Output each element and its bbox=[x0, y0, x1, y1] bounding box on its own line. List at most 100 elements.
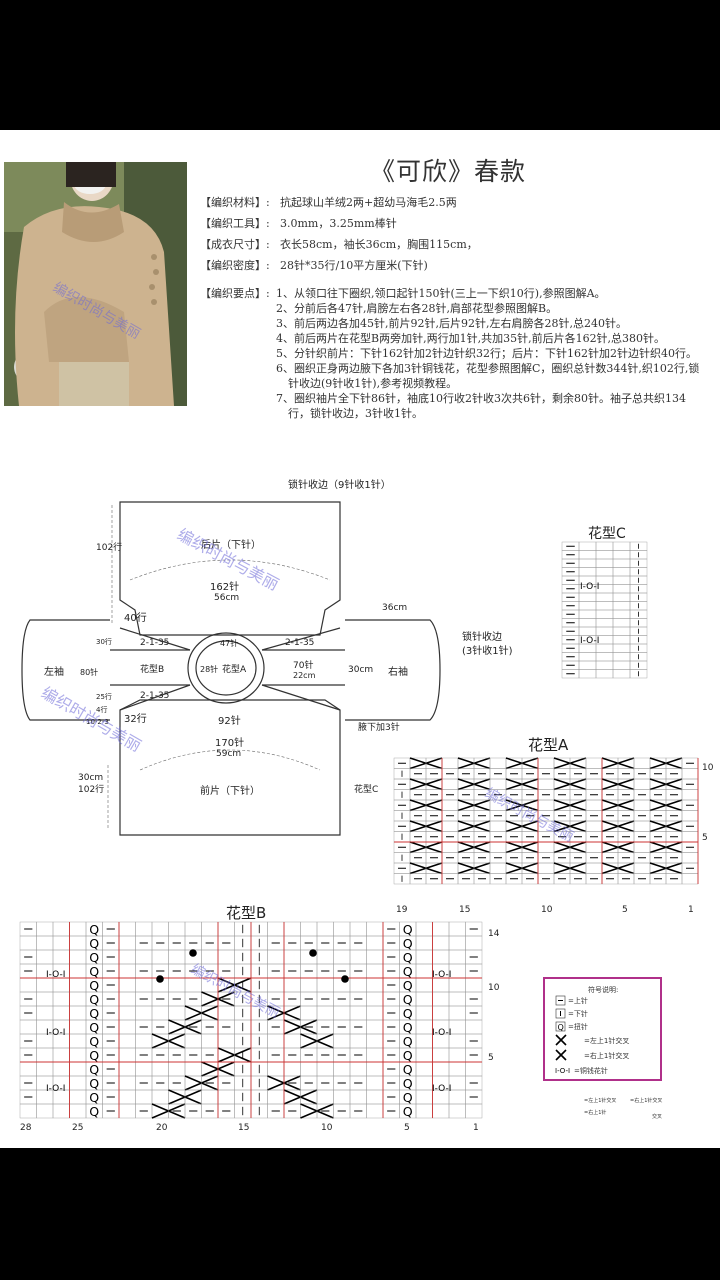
chart-cell bbox=[135, 921, 153, 937]
chart-cell bbox=[69, 963, 87, 979]
chart-cell bbox=[333, 949, 351, 965]
twisted-stitch-symbol: Q bbox=[89, 1006, 99, 1021]
bobble-symbol: I-O-I bbox=[46, 1028, 65, 1038]
top-bind-label: 锁针收边（9针收1针） bbox=[288, 478, 391, 491]
chart-cell bbox=[585, 799, 603, 811]
chart-cell bbox=[349, 1005, 367, 1021]
chart-cell bbox=[585, 757, 603, 769]
twisted-stitch-symbol: Q bbox=[403, 964, 413, 979]
chart-cell bbox=[448, 1061, 466, 1077]
chart-cell bbox=[441, 862, 459, 874]
chart-cell bbox=[366, 1047, 384, 1063]
bobble-symbol: I-O-I bbox=[432, 1028, 451, 1038]
chart-cell bbox=[595, 618, 614, 628]
twisted-stitch-symbol: Q bbox=[89, 1020, 99, 1035]
chart-a-y-tick: 5 bbox=[702, 833, 708, 843]
twisted-stitch-symbol: Q bbox=[403, 1048, 413, 1063]
chart-cell bbox=[366, 991, 384, 1007]
sleeve-25: 25行 bbox=[96, 692, 112, 701]
chart-cell bbox=[432, 1047, 450, 1063]
chart-cell bbox=[151, 921, 169, 937]
spec-list: 【编织材料】: 抗起球山羊绒2两+超幼马海毛2.5两 【编织工具】: 3.0mm… bbox=[200, 194, 715, 278]
sleeve-dec: 10-2-3 bbox=[86, 718, 109, 726]
chart-cell bbox=[118, 1103, 136, 1119]
chart-cell bbox=[267, 1075, 285, 1091]
requirements-label: 【编织要点】: bbox=[200, 287, 270, 300]
chart-cell bbox=[578, 609, 597, 619]
diagram-layer: 锁针收边（9针收1针） 后片（下针） 162针 56cm 102行 40行 32… bbox=[19, 478, 714, 1133]
chart-cell bbox=[168, 1089, 186, 1105]
neck-47: 47针 bbox=[220, 638, 238, 648]
chart-cell bbox=[151, 1061, 169, 1077]
legend-extra: =右上1针 bbox=[584, 1109, 606, 1116]
chart-cell bbox=[36, 921, 54, 937]
chart-cell bbox=[316, 949, 334, 965]
chart-cell bbox=[612, 575, 631, 585]
chart-cell bbox=[168, 1033, 186, 1049]
chart-cell bbox=[316, 1089, 334, 1105]
chart-cell bbox=[465, 1061, 483, 1077]
step-list: 1、从领口往下圈织,领口起针150针(三上一下织10行),参照图解A。 2、分前… bbox=[276, 286, 706, 421]
chart-cell bbox=[184, 1075, 202, 1091]
chart-cell bbox=[19, 977, 37, 993]
bobble-symbol: I-O-I bbox=[432, 1084, 451, 1094]
twisted-stitch-symbol: Q bbox=[89, 950, 99, 965]
legend-extra: =右上1针交叉 bbox=[630, 1097, 662, 1104]
chart-cell bbox=[578, 618, 597, 628]
bobble-symbol: I-O-I bbox=[580, 636, 599, 646]
chart-cell bbox=[612, 635, 631, 645]
chart-cell bbox=[432, 991, 450, 1007]
sleeve-bind-ratio: (3针收1针) bbox=[462, 644, 513, 657]
front-label: 前片（下针） bbox=[200, 784, 260, 797]
chart-cell bbox=[69, 1047, 87, 1063]
chart-cell bbox=[300, 977, 318, 993]
chart-b-x-tick: 1 bbox=[473, 1123, 479, 1133]
chart-cell bbox=[151, 1089, 169, 1105]
chart-cell bbox=[612, 618, 631, 628]
chart-cell bbox=[283, 1019, 301, 1035]
chart-cell bbox=[36, 1103, 54, 1119]
chart-cell bbox=[267, 1089, 285, 1105]
chart-cell bbox=[612, 626, 631, 636]
chart-cell bbox=[36, 1061, 54, 1077]
chart-cell bbox=[168, 1005, 186, 1021]
chart-cell bbox=[201, 921, 219, 937]
chart-b-x-tick: 10 bbox=[321, 1123, 333, 1133]
chart-cell bbox=[448, 963, 466, 979]
spec-row: 【编织材料】: 抗起球山羊绒2两+超幼马海毛2.5两 bbox=[200, 194, 715, 211]
chart-cell bbox=[448, 977, 466, 993]
chart-cell bbox=[316, 1061, 334, 1077]
chart-cell bbox=[366, 935, 384, 951]
chart-cell bbox=[349, 921, 367, 937]
spec-value: 抗起球山羊绒2两+超幼马海毛2.5两 bbox=[280, 196, 457, 209]
chart-cell bbox=[681, 873, 699, 885]
chart-cell bbox=[595, 652, 614, 662]
sleeve-4: 4行 bbox=[96, 705, 107, 714]
chart-cell bbox=[151, 949, 169, 965]
chart-cell bbox=[333, 1089, 351, 1105]
chart-cell bbox=[69, 935, 87, 951]
dec-right-top: 2-1-35 bbox=[285, 638, 314, 648]
back-label: 后片（下针） bbox=[201, 538, 261, 551]
chart-cell bbox=[595, 660, 614, 670]
chart-cell bbox=[283, 1033, 301, 1049]
sleeve-30cm: 30cm bbox=[348, 665, 373, 675]
chart-cell bbox=[283, 949, 301, 965]
twisted-stitch-symbol: Q bbox=[89, 1104, 99, 1119]
chart-cell bbox=[448, 1033, 466, 1049]
chart-cell bbox=[333, 1061, 351, 1077]
twisted-stitch-symbol: Q bbox=[403, 1062, 413, 1077]
chart-cell bbox=[36, 991, 54, 1007]
chart-cell bbox=[19, 1061, 37, 1077]
chart-cell bbox=[118, 921, 136, 937]
chart-cell bbox=[415, 963, 433, 979]
chart-b-y-tick: 5 bbox=[488, 1053, 494, 1063]
back-cm: 56cm bbox=[214, 593, 239, 603]
chart-cell bbox=[595, 609, 614, 619]
rows-32: 32行 bbox=[124, 712, 147, 725]
chart-cell bbox=[135, 1089, 153, 1105]
body-rows: 102行 bbox=[78, 783, 104, 795]
chart-cell bbox=[349, 977, 367, 993]
chart-cell bbox=[465, 1103, 483, 1119]
chart-cell bbox=[633, 862, 651, 874]
